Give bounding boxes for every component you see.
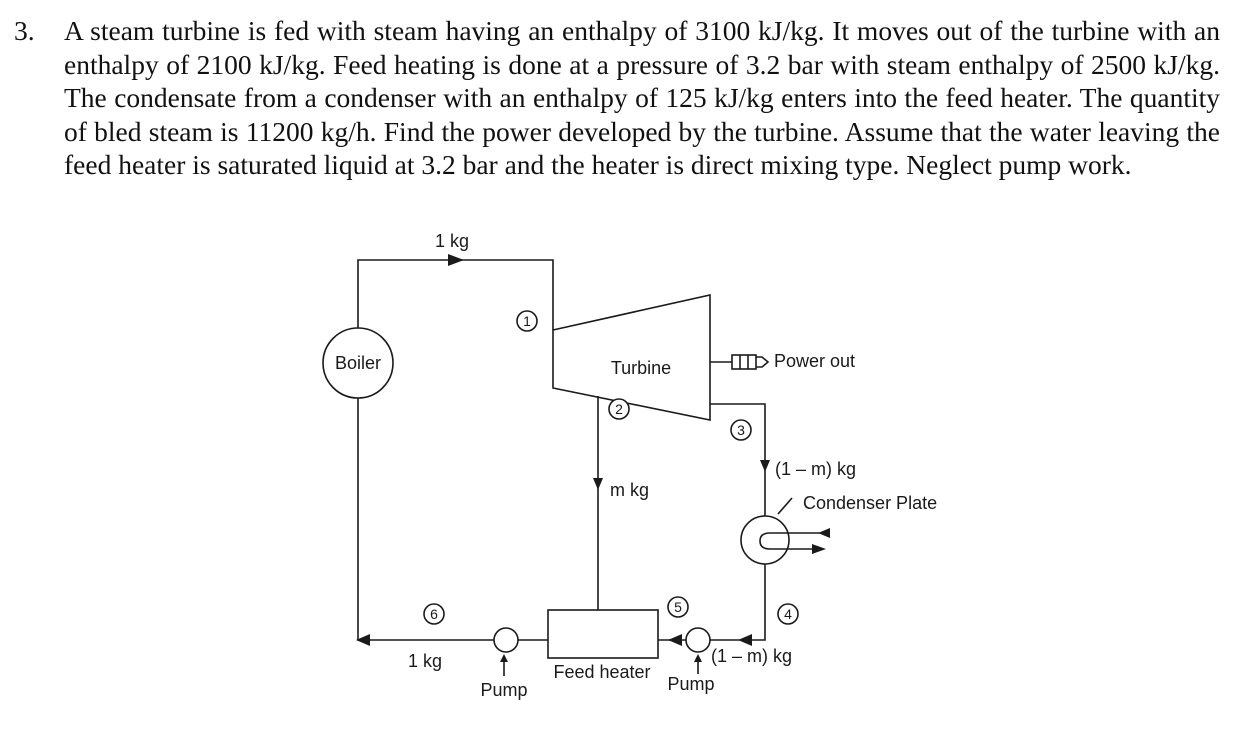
state-label-3: 3 <box>737 422 745 438</box>
problem-statement: 3. A steam turbine is fed with steam hav… <box>14 14 1220 182</box>
state-circle-1 <box>516 310 538 332</box>
exhaust-arrow <box>760 460 770 472</box>
flow-exhaust-label: (1 – m) kg <box>775 459 856 479</box>
condensate-line <box>710 564 766 641</box>
cooling-out-arrow <box>812 544 826 554</box>
state-circle-6 <box>423 603 445 625</box>
state-label-4: 4 <box>784 606 792 622</box>
state-circle-3 <box>730 419 752 441</box>
boiler-return-line <box>357 398 495 641</box>
turbine <box>552 294 711 421</box>
power-out-label: Power out <box>774 351 855 371</box>
state-circle-4 <box>777 603 799 625</box>
state-label-6: 6 <box>430 606 438 622</box>
pump-left-label: Pump <box>480 680 527 700</box>
shaft-coupling <box>731 354 757 370</box>
state-label-2: 2 <box>615 401 623 417</box>
state-circle-5 <box>667 596 689 618</box>
condenser-plate-leader <box>777 497 793 515</box>
feed-heater <box>547 609 659 659</box>
boiler-label: Boiler <box>335 353 381 373</box>
flow-bottom-label: 1 kg <box>408 651 442 671</box>
boiler <box>322 327 394 399</box>
flow-bleed-label: m kg <box>610 480 649 500</box>
pump-right <box>685 627 711 653</box>
exhaust-line <box>710 403 766 516</box>
pump-right-label: Pump <box>667 674 714 694</box>
power-out-arrow <box>756 356 770 368</box>
pump-left-leader-arrow <box>500 654 508 662</box>
state-label-1: 1 <box>523 313 531 329</box>
condenser-coil <box>759 532 820 550</box>
cooling-in-arrow <box>818 528 830 538</box>
flow-arrow-top <box>448 254 464 266</box>
problem-number: 3. <box>14 15 35 46</box>
problem-text: A steam turbine is fed with steam having… <box>64 15 1220 180</box>
heater-inlet-arrow <box>668 634 682 646</box>
flow-condensate-label: (1 – m) kg <box>711 646 792 666</box>
turbine-label: Turbine <box>611 358 671 378</box>
condenser-plate-label: Condenser Plate <box>803 493 937 513</box>
flow-arrow-bottom <box>356 634 370 646</box>
state-circle-2 <box>608 398 630 420</box>
pump-left <box>493 627 519 653</box>
condenser <box>740 515 790 565</box>
bleed-arrow <box>593 478 603 490</box>
pump-right-leader-arrow <box>694 654 702 662</box>
flow-top-label: 1 kg <box>435 231 469 251</box>
condensate-arrow <box>738 634 752 646</box>
feed-heater-label: Feed heater <box>553 662 650 682</box>
state-label-5: 5 <box>674 599 682 615</box>
